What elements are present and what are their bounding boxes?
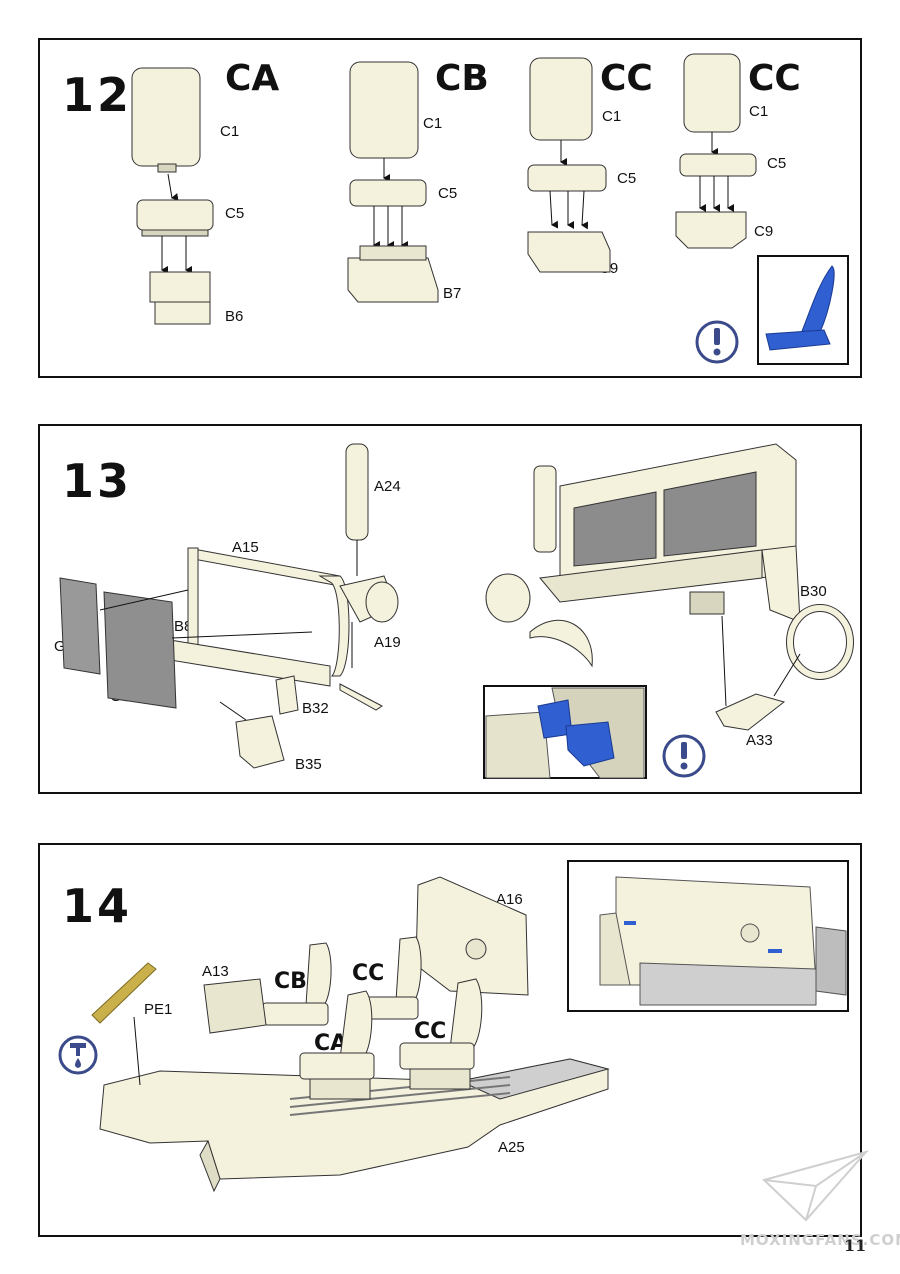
seat-base-part [675,211,747,249]
screen-panel-part [59,577,101,675]
part-label: C1 [220,123,240,140]
rear-wall-detail-inset [567,860,849,1012]
seat-cushion-part [349,179,427,207]
seat-cb [261,942,332,1026]
step-12-panel: 12 CA CB CC CC C1 C5 B6 C1 C5 B7 C1 C5 C… [38,38,862,378]
seat-cushion-part [679,153,757,177]
steering-column-part [345,443,369,576]
bracket-part [235,715,285,769]
part-label: B35 [295,756,322,773]
part-label: C5 [767,155,787,172]
rear-bulkhead-part [415,876,529,996]
seat-variant-label-cb: CB [274,969,307,994]
part-label: C5 [617,170,637,187]
part-label: A13 [202,963,229,980]
seat-base-part [527,231,611,273]
blue-seat-detail-inset [757,255,849,365]
part-label: C1 [749,103,769,120]
lever-part [715,693,786,731]
step-12-drawing [131,53,849,365]
part-label: B32 [302,700,329,717]
variant-label-cc: CC [600,58,653,99]
part-label: PE1 [144,1001,173,1018]
glue-drop-icon [58,1035,98,1075]
part-label: C9 [754,223,774,240]
seat-backrest-part [131,67,201,173]
assembled-dashboard [485,443,801,707]
seat-base-part [149,271,211,325]
seat-backrest-part [683,53,741,133]
blue-bracket-detail-inset [483,685,647,779]
seat-backrest-part [349,61,419,159]
part-label: A25 [498,1139,525,1156]
dashboard-frame-part [169,547,399,711]
hull-floor-part [99,1058,610,1193]
paper-plane-icon [762,1150,869,1222]
part-label: C1 [423,115,443,132]
variant-label-cb: CB [435,58,489,99]
part-label: C1 [602,108,622,125]
step-13-panel: 13 A24 A15 B8 G6 G7 A19 B32 B35 B30 A33 [38,424,862,794]
seat-ca [299,990,375,1100]
part-label: A24 [374,478,401,495]
console-part [203,978,267,1034]
seat-backrest-part [529,57,593,141]
part-label: A15 [232,539,259,556]
photoetch-grille-part [91,962,157,1086]
part-label: B7 [443,285,462,302]
step-number: 13 [62,454,133,508]
part-label: A33 [746,732,773,749]
part-label: A16 [496,891,523,908]
step-14-drawing [58,860,849,1193]
seat-base-part [347,245,439,303]
part-label: B30 [800,583,827,600]
watermark: MOXINGFANS.COM [740,1231,900,1249]
page-number: 11 [844,1236,867,1255]
step-number: 12 [62,68,133,122]
seat-cc [399,978,483,1090]
part-label: B6 [225,308,244,325]
steering-wheel-part [773,604,854,697]
step-13-drawing [59,443,854,779]
part-label: C5 [438,185,458,202]
screen-panel-part [103,591,177,709]
variant-label-cc: CC [748,58,801,99]
seat-variant-label-cc: CC [414,1019,447,1044]
variant-label-ca: CA [225,58,280,99]
seat-cushion-part [527,164,607,192]
seat-variant-label-cc: CC [352,961,385,986]
exclamation-circle-icon [662,734,706,778]
step-14-panel: 14 A13 PE1 A16 A25 CB CC CA CC [38,843,862,1237]
part-label: A19 [374,634,401,651]
part-label: C5 [225,205,245,222]
bracket-part [275,675,299,715]
step-number: 14 [62,879,133,933]
exclamation-circle-icon [695,320,739,364]
seat-cushion-part [136,199,214,237]
